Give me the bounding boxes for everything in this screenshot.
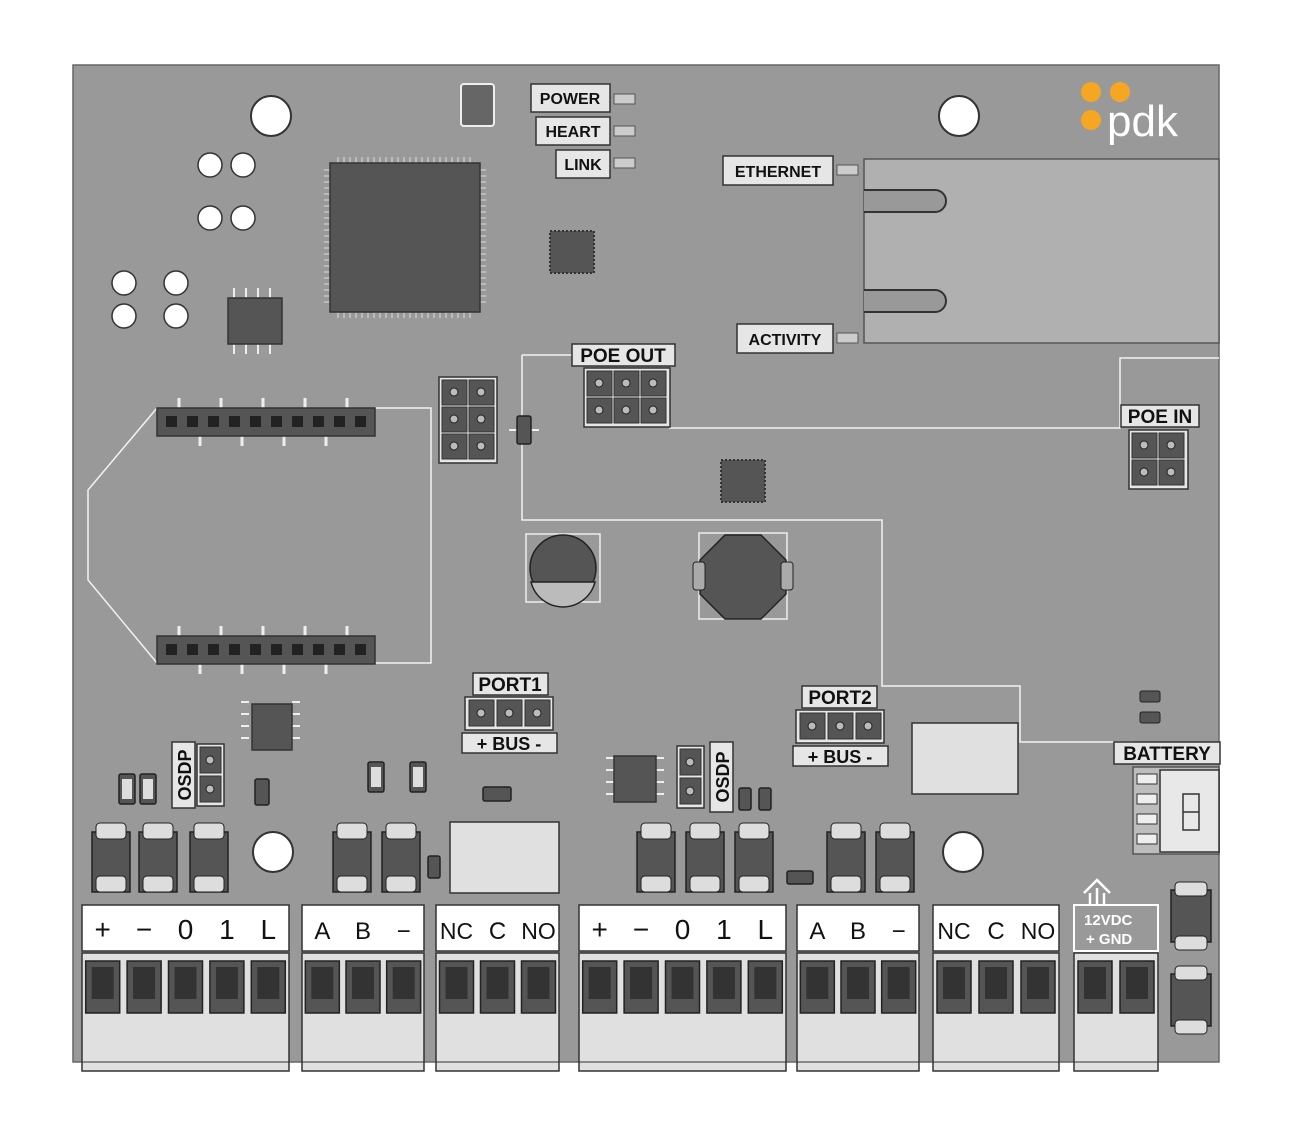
side-diode-1 [1170,881,1212,951]
terminal-label: 1 [219,914,235,945]
diode-2 [138,822,178,893]
terminal-block-power [1073,952,1159,1072]
mounting-holes [250,95,984,873]
module-header-top [156,398,376,446]
diode-3 [189,822,229,893]
poe-out-header: POE OUT [571,343,676,428]
traces [87,354,1219,743]
terminal-block-t6: NC C NO [932,904,1060,1072]
diode-4 [332,822,372,893]
terminal-label: 0 [178,914,194,945]
relay-2 [911,722,1019,795]
led-label-activity: ACTIVITY [736,323,834,354]
svg-text:ACTIVITY: ACTIVITY [749,332,822,349]
svg-text:BATTERY: BATTERY [1123,744,1211,765]
svg-text:LINK: LINK [564,157,602,174]
test-pads [111,152,256,329]
svg-text:pdk: pdk [1107,97,1179,146]
svg-text:12VDC: 12VDC [1084,912,1133,929]
terminal-label: L [261,914,277,945]
reset-button [460,83,495,127]
battery-connector: BATTERY [1113,741,1221,855]
svg-text:+ GND: + GND [1086,931,1132,948]
terminal-label: C [987,918,1004,945]
led-label-power: POWER [530,83,611,113]
battery-side-parts [1139,690,1161,724]
svg-text:OSDP: OSDP [713,751,733,802]
diode-1 [91,822,131,893]
svg-text:ETHERNET: ETHERNET [735,164,821,181]
terminal-label: − [633,914,649,945]
terminal-label: NO [521,918,556,944]
osdp-jumper-left: OSDP [171,741,225,809]
terminal-label: B [850,918,866,945]
power-inductor [692,532,794,620]
svg-text:POWER: POWER [540,91,601,108]
diode-6 [636,822,676,893]
terminal-label: NC [440,918,473,944]
svg-text:OSDP: OSDP [175,749,195,800]
microcontroller-chip [324,157,486,318]
pdk-logo: pdk [1081,82,1179,146]
terminal-label: NO [1021,918,1056,944]
jumper-block-2x3 [438,376,498,464]
diode-5 [381,822,421,893]
module-header-bottom [156,626,376,674]
terminal-label: A [314,918,330,945]
led-label-link: LINK [555,149,611,179]
diode-9 [826,822,866,893]
terminal-block-t3: NC C NO [435,904,560,1072]
terminal-label: − [892,918,906,945]
terminal-label: B [355,918,371,945]
small-component [509,415,539,445]
diode-row [91,822,1212,1035]
terminal-label: C [489,918,506,945]
power-terminal-label: 12VDC + GND [1073,878,1159,952]
diode-8 [734,822,774,893]
diode-7 [685,822,725,893]
terminal-label: L [758,914,774,945]
terminal-label: + [95,914,111,945]
led-label-heart: HEART [535,116,611,146]
ethernet-port [863,158,1220,344]
svg-text:PORT2: PORT2 [808,688,871,709]
port2-header: PORT2 + BUS - [792,685,889,767]
small-ics [227,230,766,803]
led-label-ethernet: ETHERNET [722,155,834,186]
terminal-label: + [592,914,608,945]
terminal-label: − [397,918,411,945]
svg-text:HEART: HEART [545,124,600,141]
osdp-jumper-right: OSDP [676,741,734,813]
side-diode-2 [1170,965,1212,1035]
svg-text:POE IN: POE IN [1128,407,1192,428]
terminal-label: NC [937,918,970,944]
poe-in-header: POE IN [1120,404,1200,490]
terminal-label: A [809,918,825,945]
port1-header: PORT1 + BUS - [461,672,558,754]
terminal-label: 0 [675,914,691,945]
status-leds [613,93,859,344]
relay-1 [449,821,560,894]
smd-part-highlights [122,767,423,799]
svg-text:+ BUS -: + BUS - [477,734,542,754]
terminal-label: 1 [716,914,732,945]
svg-text:POE OUT: POE OUT [580,346,666,367]
svg-text:+ BUS -: + BUS - [808,747,873,767]
svg-text:PORT1: PORT1 [478,675,542,696]
terminal-label: − [136,914,152,945]
electrolytic-capacitor [525,533,601,608]
diode-10 [875,822,915,893]
